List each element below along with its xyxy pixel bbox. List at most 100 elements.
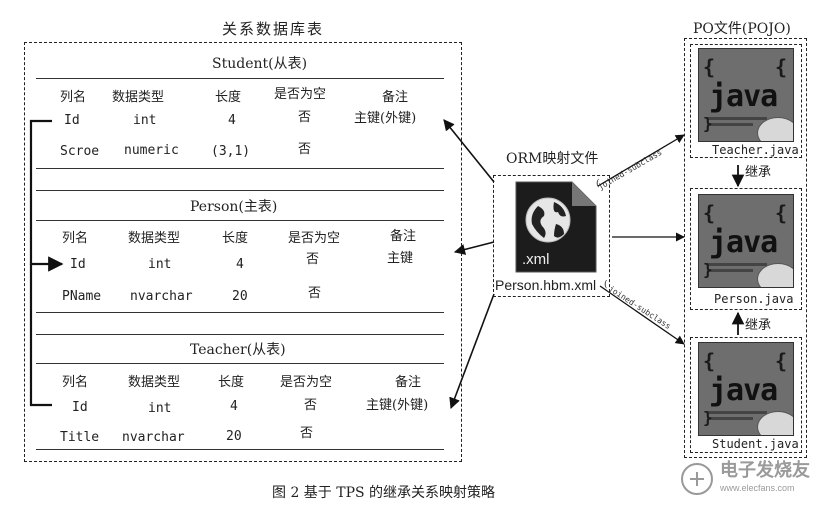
- table-rule: [36, 220, 444, 221]
- cell: Id: [72, 400, 88, 415]
- brace-icon: {: [703, 55, 716, 79]
- col-header-type: 数据类型: [128, 375, 181, 390]
- paren-mark: (: [596, 179, 600, 189]
- cell: 4: [228, 113, 236, 128]
- col-header-note: 备注: [390, 229, 417, 244]
- cell: 否: [298, 110, 312, 125]
- cell: 20: [232, 289, 248, 304]
- orm-frame: [493, 175, 610, 297]
- cell: Title: [60, 430, 100, 445]
- pen-icon: [757, 263, 793, 287]
- table-rule: [36, 312, 444, 313]
- person-java-label: Person.java: [714, 292, 794, 306]
- table-rule: [36, 363, 444, 364]
- cell: Scroe: [60, 144, 100, 159]
- cell: 否: [298, 142, 312, 157]
- table-rule: [36, 190, 444, 191]
- orm-to-table-arrows: [443, 119, 495, 410]
- table-title: Teacher(从表): [190, 342, 286, 358]
- student-java-box: [690, 337, 802, 453]
- cell: 否: [300, 426, 314, 441]
- java-word: java: [709, 373, 778, 408]
- inherit-label: 继承: [745, 318, 772, 333]
- edge-label: joined-subclass: [597, 148, 664, 192]
- watermark-logo-icon: [681, 463, 713, 495]
- xml-file-icon: .xml: [508, 180, 600, 276]
- watermark: 电子发烧友 www.elecfans.com: [680, 458, 820, 502]
- student-java-label: Student.java: [712, 437, 799, 451]
- java-icon: { { java }: [698, 194, 794, 288]
- cell: 否: [304, 398, 318, 413]
- table-rule: [36, 334, 444, 335]
- teacher-java-label: Teacher.java: [712, 143, 799, 157]
- brace-icon: }: [703, 114, 713, 133]
- table-rule: [36, 168, 444, 169]
- brace-icon: {: [703, 349, 716, 373]
- po-frame: [684, 38, 807, 458]
- brace-icon: }: [703, 408, 713, 427]
- paren-mark: (: [604, 280, 608, 290]
- cell: 否: [308, 286, 322, 301]
- cell: Id: [70, 257, 86, 272]
- cell: nvarchar: [130, 289, 193, 304]
- java-icon: { { java }: [698, 342, 794, 436]
- cell: 主键(外键): [366, 398, 429, 413]
- col-header-length: 长度: [218, 375, 245, 390]
- col-header-type: 数据类型: [112, 90, 165, 105]
- cell: 主键: [387, 251, 414, 266]
- cell: 否: [306, 252, 320, 267]
- cell: nvarchar: [122, 430, 185, 445]
- col-header-type: 数据类型: [128, 231, 181, 246]
- cell: 4: [236, 257, 244, 272]
- edge-label: joined-subclass: [607, 284, 673, 331]
- table-rule: [36, 449, 444, 450]
- java-word: java: [709, 79, 778, 114]
- col-header-length: 长度: [222, 231, 249, 246]
- col-header-name: 列名: [60, 90, 87, 105]
- cell: numeric: [124, 143, 179, 158]
- inherit-label: 继承: [745, 165, 772, 180]
- cell: 20: [226, 429, 242, 444]
- cell: int: [133, 113, 157, 128]
- watermark-text: 电子发烧友: [720, 460, 810, 481]
- cell: Id: [64, 113, 80, 128]
- cell: 4: [230, 399, 238, 414]
- brace-icon: {: [703, 201, 716, 225]
- watermark-url: www.elecfans.com: [720, 483, 795, 493]
- cell: int: [148, 401, 172, 416]
- col-header-nullable: 是否为空: [274, 87, 327, 102]
- table-rule: [36, 78, 444, 79]
- teacher-java-box: [690, 44, 802, 158]
- cell: int: [148, 257, 172, 272]
- col-header-length: 长度: [215, 90, 242, 105]
- person-java-box: [690, 188, 802, 310]
- cell: PName: [62, 289, 102, 304]
- orm-to-po-arrows: [597, 134, 685, 345]
- col-header-nullable: 是否为空: [288, 231, 341, 246]
- java-word: java: [709, 225, 778, 260]
- cell: (3,1): [211, 144, 251, 159]
- foreign-key-bracket: [29, 119, 64, 407]
- pen-icon: [757, 411, 793, 435]
- java-icon: { { java }: [698, 48, 794, 142]
- table-title: Student(从表): [212, 56, 308, 72]
- col-header-name: 列名: [62, 375, 89, 390]
- orm-title: ORM映射文件: [506, 151, 599, 167]
- brace-icon: {: [774, 201, 787, 225]
- figure-caption: 图 2 基于 TPS 的继承关系映射策略: [272, 485, 496, 501]
- xml-icon-label: .xml: [522, 251, 550, 268]
- brace-icon: {: [774, 55, 787, 79]
- col-header-note: 备注: [382, 90, 409, 105]
- col-header-name: 列名: [62, 231, 89, 246]
- pen-icon: [757, 117, 793, 141]
- db-title: 关系数据库表: [222, 20, 325, 38]
- brace-icon: }: [703, 260, 713, 279]
- col-header-note: 备注: [395, 375, 422, 390]
- brace-icon: {: [774, 349, 787, 373]
- cell: 主键(外键): [354, 111, 417, 126]
- col-header-nullable: 是否为空: [280, 375, 333, 390]
- table-title: Person(主表): [190, 199, 278, 215]
- xml-filename: Person.hbm.xml: [495, 277, 597, 293]
- po-title: PO文件(POJO): [693, 21, 791, 37]
